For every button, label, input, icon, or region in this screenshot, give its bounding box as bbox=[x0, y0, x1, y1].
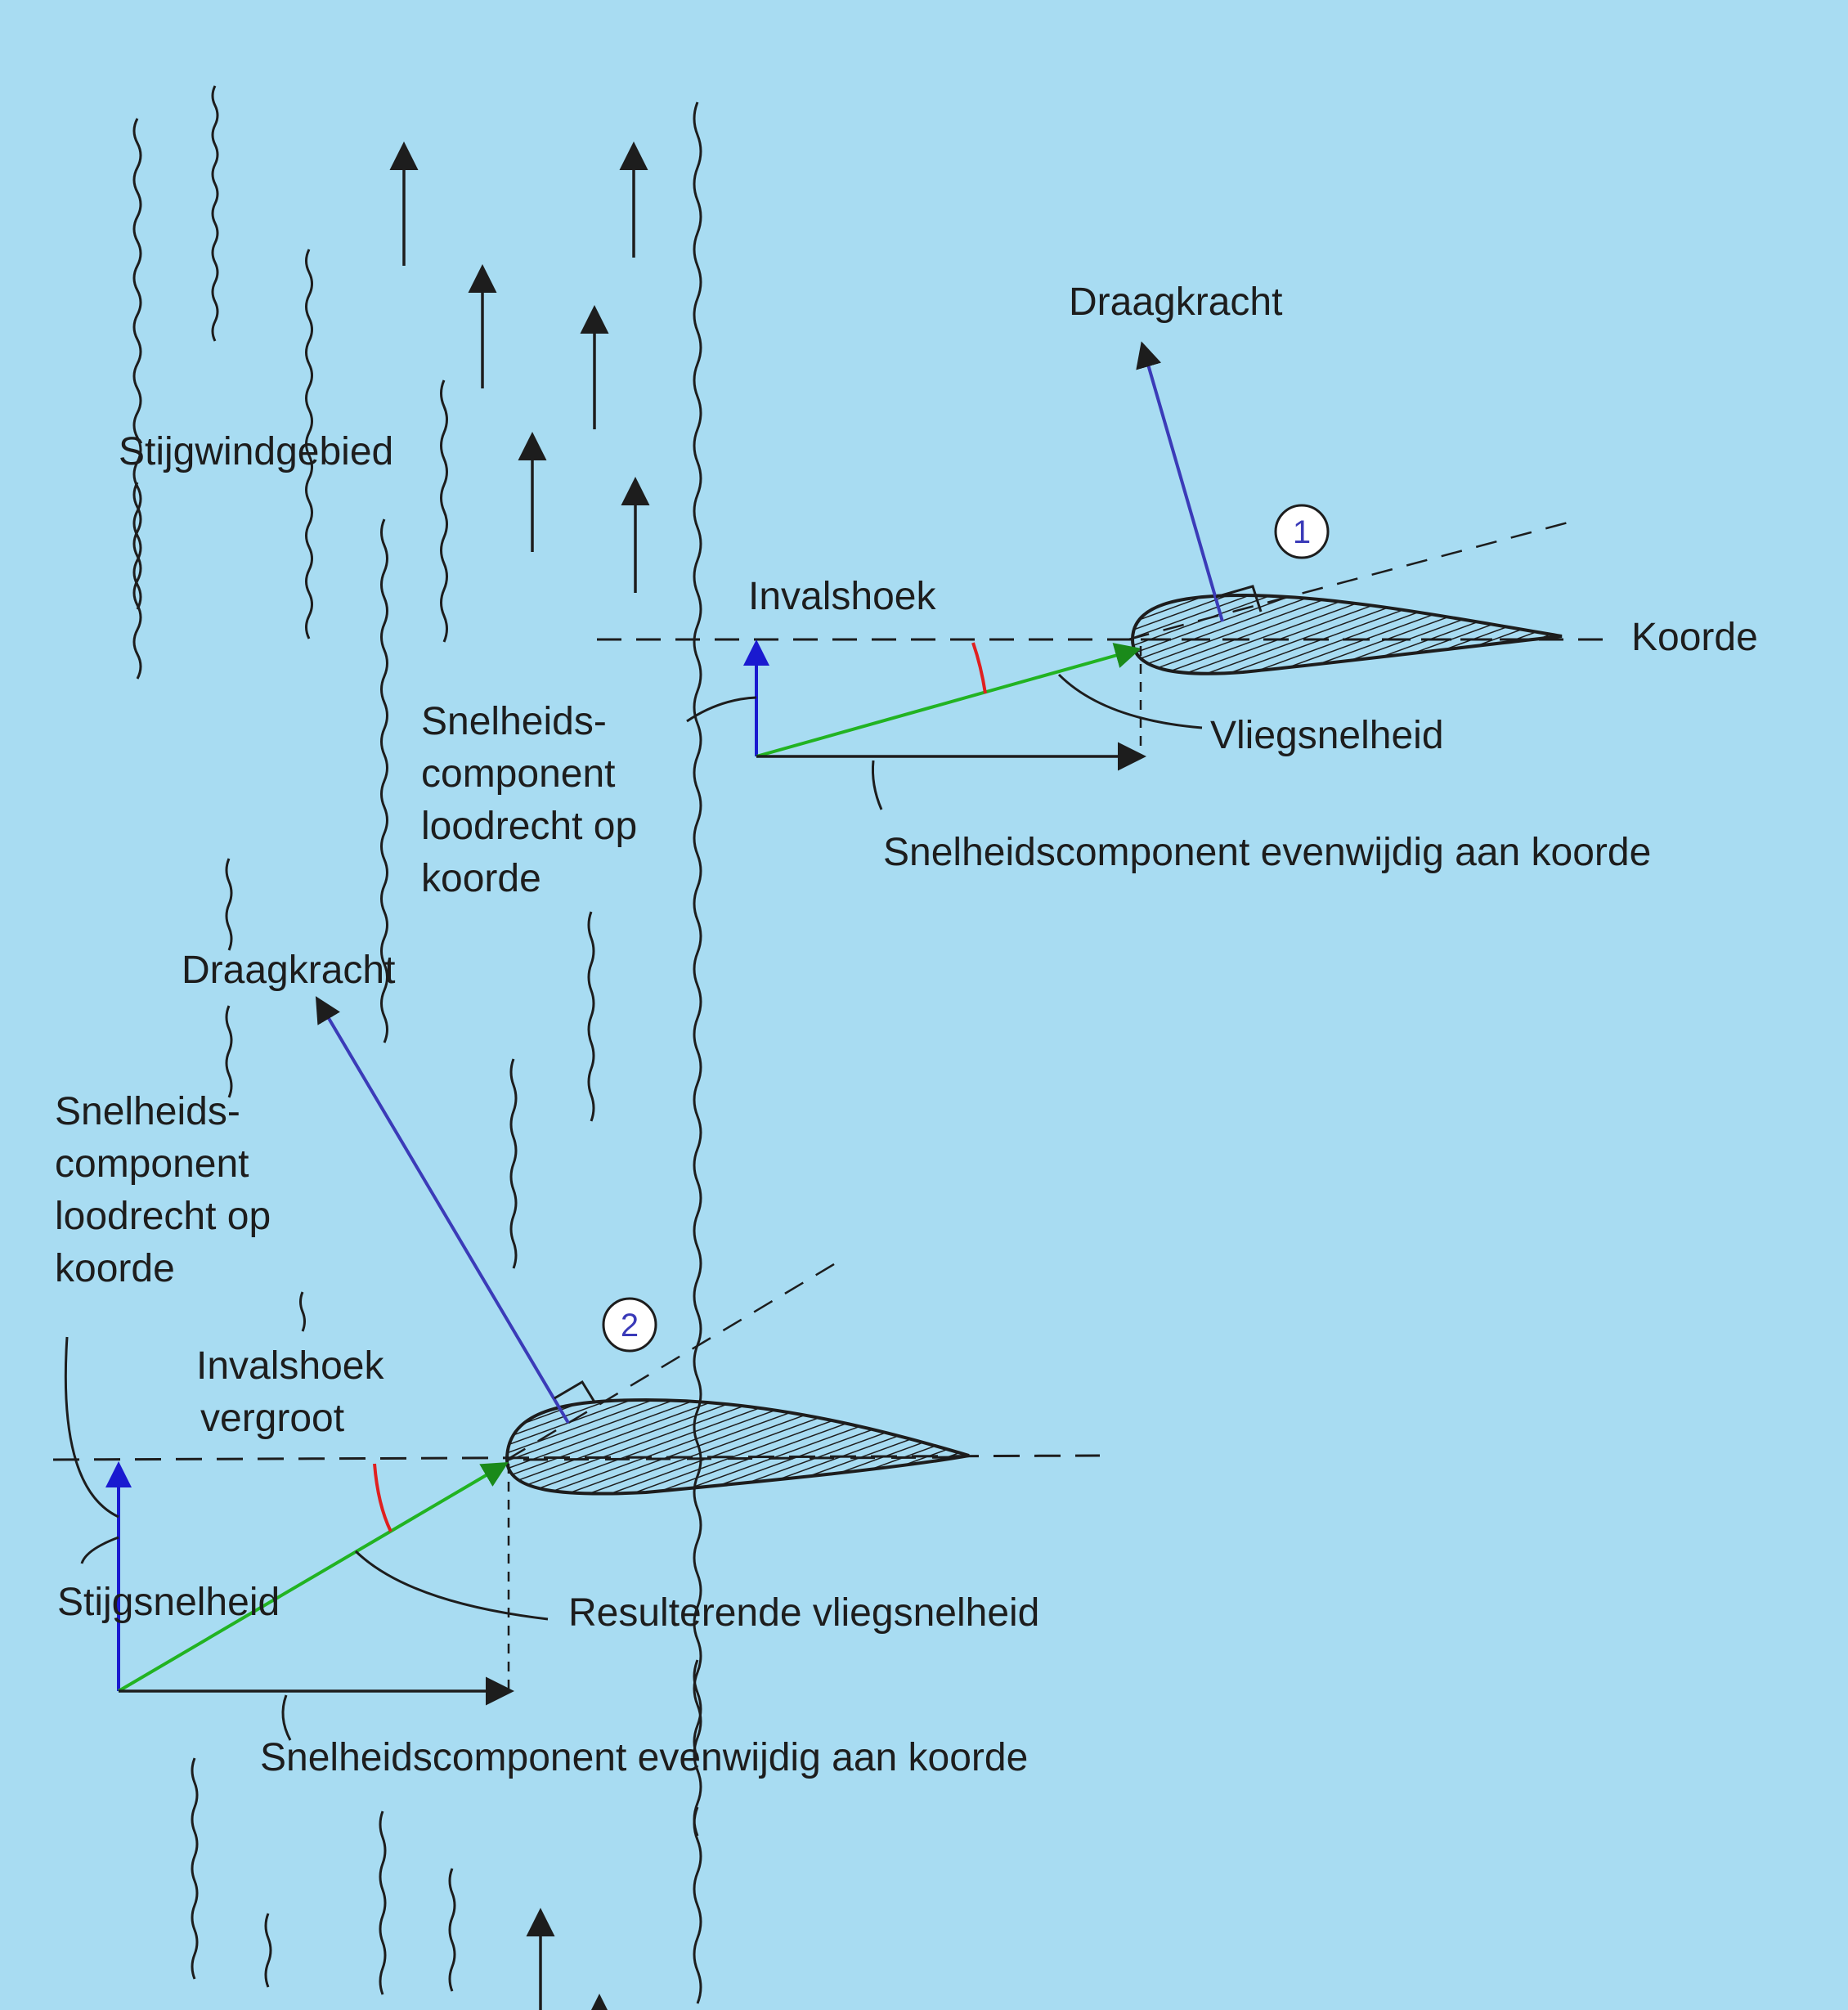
lift-vector-1 bbox=[1136, 341, 1224, 622]
wavy-line bbox=[693, 1806, 702, 2004]
lift-vector-2 bbox=[315, 996, 570, 1424]
wavy-line bbox=[225, 858, 233, 951]
label-resultant-speed: Resulterende vliegsnelheid bbox=[568, 1591, 1039, 1635]
flight-path-line-2 bbox=[506, 1258, 843, 1461]
label-angle-1: Invalshoek bbox=[748, 575, 936, 618]
label-perp-component-1-line3: loodrecht op bbox=[421, 805, 637, 848]
wavy-line bbox=[211, 85, 219, 342]
angle-arc-1 bbox=[971, 642, 987, 694]
label-perp-component-2-line1: Snelheids- bbox=[55, 1090, 240, 1133]
marker-1: 1 bbox=[1293, 514, 1311, 550]
marker-2: 2 bbox=[621, 1308, 639, 1344]
wavy-line bbox=[587, 911, 595, 1122]
resultant-vector-2 bbox=[117, 1461, 509, 1693]
wavy-line bbox=[448, 1868, 456, 1992]
airfoil-1 bbox=[1130, 593, 1563, 675]
wavy-line bbox=[693, 1659, 702, 1759]
right-angle-marker-1 bbox=[1215, 585, 1263, 612]
labels: Stijgwindgebied Draagkracht Invalshoek K… bbox=[55, 280, 1758, 1779]
label-parallel-component-1: Snelheidscomponent evenwijdig aan koorde bbox=[883, 831, 1651, 874]
marker-1-circle bbox=[1274, 504, 1330, 559]
label-perp-component-2-line2: component bbox=[55, 1142, 249, 1186]
leader-perp-2 bbox=[64, 1336, 119, 1519]
label-updraft-area: Stijgwindgebied bbox=[119, 430, 393, 473]
wavy-line bbox=[225, 1005, 233, 1098]
label-flight-speed: Vliegsnelheid bbox=[1210, 714, 1444, 757]
leader-flight-speed bbox=[1057, 673, 1203, 729]
angle-arc-2 bbox=[373, 1463, 392, 1532]
wavy-line bbox=[379, 1810, 387, 1995]
wavy-line bbox=[299, 1291, 306, 1332]
leader-resultant bbox=[354, 1550, 549, 1621]
label-perp-component-1-line4: koorde bbox=[421, 857, 541, 900]
wavy-line bbox=[693, 101, 702, 1837]
airfoil-2 bbox=[505, 1398, 970, 1496]
config-1: 1 bbox=[597, 341, 1603, 810]
resultant-vector-1 bbox=[756, 643, 1142, 758]
label-parallel-component-2: Snelheidscomponent evenwijdig aan koorde bbox=[260, 1736, 1028, 1779]
leader-parallel-2 bbox=[281, 1694, 292, 1741]
label-lift-1: Draagkracht bbox=[1069, 280, 1282, 324]
label-perp-component-1-line2: component bbox=[421, 752, 616, 796]
wavy-line bbox=[305, 249, 313, 639]
marker-2-circle bbox=[602, 1297, 657, 1353]
updraft-wavy-lines bbox=[132, 85, 702, 2004]
leader-perp-1 bbox=[686, 696, 757, 723]
wavy-line bbox=[440, 379, 448, 643]
label-perp-component-2-line3: loodrecht op bbox=[55, 1195, 271, 1238]
wavy-line bbox=[132, 118, 142, 610]
label-perp-component-1-line1: Snelheids- bbox=[421, 700, 607, 743]
label-lift-2: Draagkracht bbox=[182, 949, 395, 992]
config-2: 2 bbox=[52, 996, 1101, 1741]
label-chord: Koorde bbox=[1631, 616, 1758, 659]
wavy-line bbox=[264, 1913, 272, 1988]
leader-parallel-1 bbox=[872, 760, 883, 810]
label-climb-speed: Stijgsnelheid bbox=[57, 1581, 280, 1624]
updraft-arrows bbox=[389, 141, 650, 2010]
label-angle-2-line2: vergroot bbox=[200, 1397, 344, 1440]
label-angle-2-line1: Invalshoek bbox=[196, 1344, 384, 1388]
label-perp-component-2-line4: koorde bbox=[55, 1247, 175, 1290]
wavy-line bbox=[509, 1058, 518, 1269]
wavy-line bbox=[380, 518, 388, 1043]
leader-climb bbox=[80, 1536, 119, 1564]
right-angle-marker-2 bbox=[554, 1380, 597, 1404]
wavy-line bbox=[132, 482, 142, 680]
wavy-line bbox=[191, 1757, 199, 1980]
